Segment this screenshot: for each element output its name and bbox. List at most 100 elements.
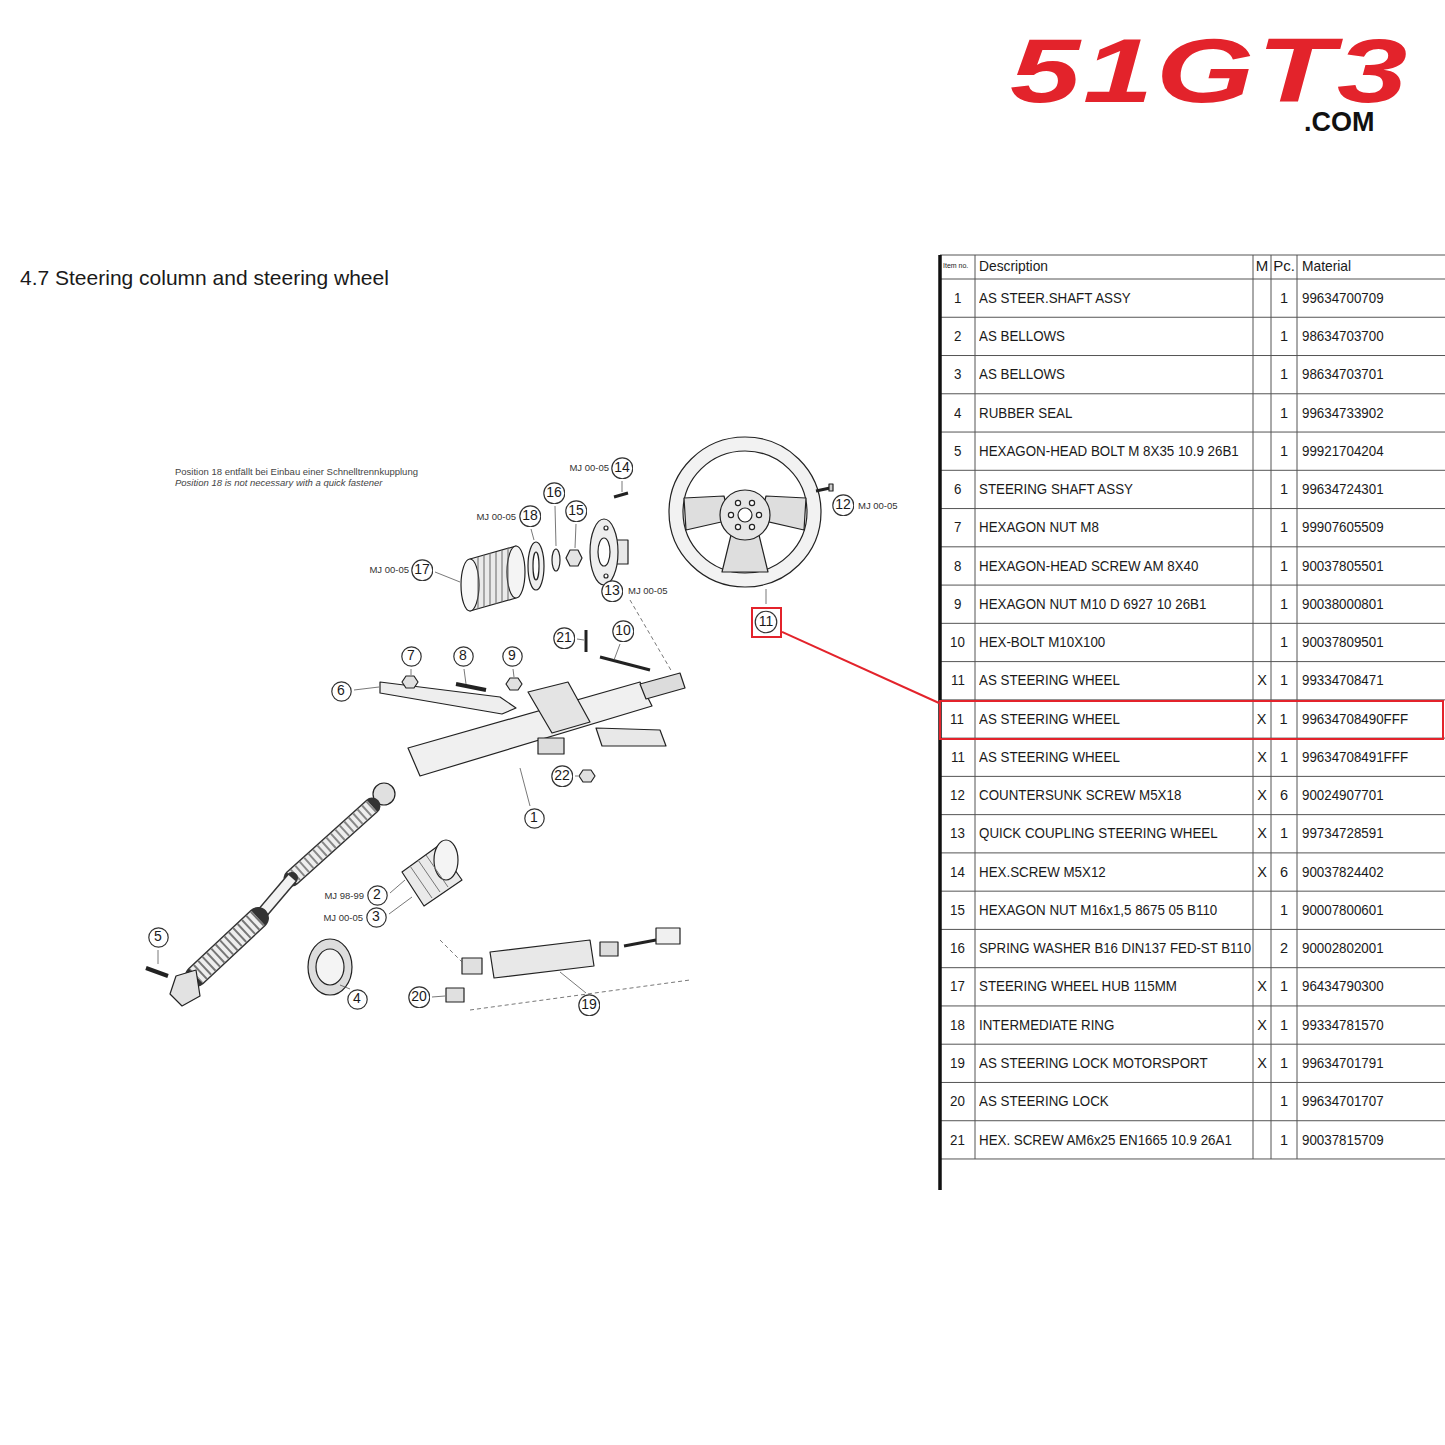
table-cell: 99334781570 — [1302, 1017, 1384, 1034]
leader-line — [389, 897, 412, 914]
callout-number: 3 — [372, 909, 380, 924]
callout-outline — [409, 987, 430, 1008]
table-cell: 1 — [1280, 1132, 1288, 1149]
logo-domain: .COM — [1304, 108, 1375, 138]
leader-line — [464, 669, 466, 684]
table-cell: 11 — [951, 672, 965, 689]
wheel-hub-rib — [478, 548, 508, 609]
lower-bellows-rib — [196, 918, 258, 976]
leader-line — [577, 639, 584, 640]
callout-number: 13 — [604, 583, 620, 598]
table-cell: 1 — [1280, 1017, 1288, 1034]
callout-outline — [554, 628, 575, 649]
model-year-note: MJ 00-05 — [627, 586, 669, 597]
screw — [816, 488, 830, 491]
table-cell: 1 — [1280, 366, 1288, 383]
screw — [614, 493, 628, 497]
table-cell: 99634701791 — [1302, 1055, 1384, 1072]
callout-number: 19 — [581, 997, 597, 1012]
table-rule — [1253, 255, 1254, 1159]
key — [656, 928, 680, 944]
callout-outline — [401, 646, 420, 665]
dashed-guide — [630, 600, 672, 672]
shaft-spline — [640, 673, 685, 699]
bolt — [456, 684, 486, 690]
table-cell: 1 — [1280, 634, 1288, 651]
callout-circle: 3 — [366, 907, 387, 928]
callout-outline — [412, 560, 433, 581]
table-cell: 99634708490FFF — [1302, 712, 1408, 728]
table-rule — [940, 279, 1445, 280]
table-rule — [940, 432, 1445, 433]
leader-line — [766, 589, 767, 604]
table-cell: 96434790300 — [1302, 978, 1384, 995]
table-cell: AS STEER.SHAFT ASSY — [979, 290, 1131, 307]
spring-washer — [552, 549, 560, 571]
table-cell: 11 — [950, 712, 964, 728]
table-cell: X — [1257, 864, 1267, 881]
callout-number: 5 — [154, 929, 162, 944]
callout-number: 6 — [337, 683, 345, 698]
callout-circle: 6 — [331, 681, 352, 702]
leader-line — [435, 572, 460, 582]
table-grid — [940, 255, 1445, 1190]
shaft-bellows — [292, 806, 372, 878]
table-cell: 98634703701 — [1302, 366, 1384, 383]
table-cell: 19 — [950, 1055, 965, 1072]
callout-outline — [579, 995, 600, 1016]
table-cell: 1 — [954, 290, 961, 307]
table-cell: INTERMEDIATE RING — [979, 1017, 1114, 1034]
table-rule — [940, 623, 1445, 624]
leader-line — [575, 776, 578, 777]
table-rule — [940, 1005, 1445, 1006]
table-cell: 1 — [1280, 519, 1288, 536]
table-cell: 90002802001 — [1302, 940, 1384, 957]
table-cell: 90037815709 — [1302, 1132, 1384, 1149]
callout-number: 4 — [353, 991, 361, 1006]
callout-outline — [148, 927, 167, 946]
wheel-hole — [735, 500, 740, 505]
table-rule — [940, 661, 1445, 662]
table-cell: AS STEERING LOCK MOTORSPORT — [979, 1055, 1208, 1072]
table-cell: 9 — [954, 596, 961, 613]
table-cell: 6 — [1280, 864, 1288, 881]
table-cell: HEX.SCREW M5X12 — [979, 864, 1106, 881]
callout-number: 8 — [459, 648, 467, 663]
table-header: Material — [1302, 257, 1351, 274]
model-year-note: MJ 00-05 — [368, 565, 410, 576]
note-text: Position 18 is not necessary with a quic… — [175, 478, 383, 489]
wheel-hole — [738, 508, 752, 522]
table-rule — [940, 967, 1445, 968]
table-cell: 7 — [954, 519, 961, 536]
callout-number: 14 — [614, 460, 630, 475]
table-cell: 13 — [950, 825, 965, 842]
support-bracket — [380, 682, 516, 714]
table-cell: AS STEERING LOCK — [979, 1093, 1109, 1110]
leader-line — [158, 950, 159, 964]
leader-line — [575, 524, 576, 548]
column-clamp — [538, 738, 564, 754]
table-cell: 1 — [1280, 978, 1288, 995]
callout-outline — [566, 501, 587, 522]
table-cell: SPRING WASHER B16 DIN137 FED-ST B110 — [979, 940, 1251, 957]
table-cell: 1 — [1280, 749, 1288, 766]
callout-circle: 12 — [832, 494, 855, 517]
table-rule — [975, 255, 976, 1159]
callout-number: 22 — [554, 768, 570, 783]
table-header: Item no. — [943, 262, 968, 270]
callout-outline — [331, 681, 350, 700]
model-year-note: MJ 00-05 — [568, 463, 610, 474]
table-cell: X — [1257, 672, 1267, 689]
callout-outline — [613, 621, 634, 642]
callout-number: 18 — [522, 508, 538, 523]
leader-line — [622, 481, 623, 492]
callout-circle: 18 — [519, 505, 542, 528]
table-cell: 16 — [950, 940, 965, 957]
table-cell: HEX. SCREW AM6x25 EN1665 10.9 26A1 — [979, 1132, 1232, 1149]
wheel-hole — [728, 512, 733, 517]
table-cell: 90037809501 — [1302, 634, 1384, 651]
bellows-end — [434, 840, 458, 880]
wheel-hub-end — [507, 546, 525, 598]
callout-outline — [347, 989, 366, 1008]
table-cell: 1 — [1280, 1055, 1288, 1072]
